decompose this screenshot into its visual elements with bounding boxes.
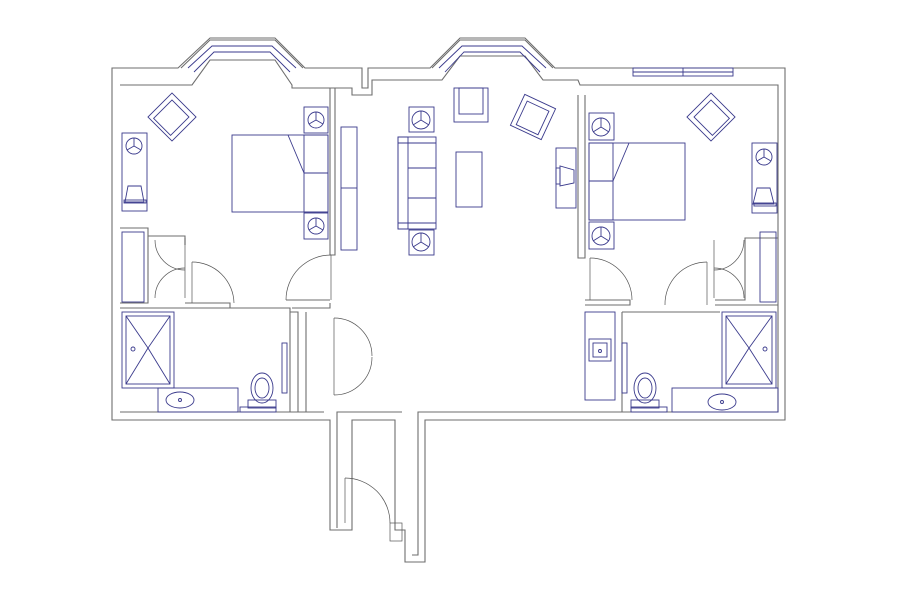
dresser — [751, 142, 778, 214]
toilet — [239, 372, 277, 413]
end-table-lamp — [408, 106, 435, 133]
left-bedroom — [121, 92, 329, 303]
window-right — [632, 67, 734, 77]
bed — [231, 134, 329, 213]
left-bathroom — [121, 311, 288, 413]
shower — [121, 311, 175, 389]
vanity-sink — [671, 387, 779, 413]
bay-window-left — [180, 39, 304, 73]
nightstand-lamp — [303, 212, 329, 240]
dresser — [121, 132, 148, 212]
nightstand-lamp — [588, 221, 615, 250]
doors — [154, 238, 745, 542]
nightstand-lamp — [303, 106, 329, 134]
tv-console — [555, 147, 577, 209]
armchair — [686, 92, 736, 142]
right-bathroom — [584, 311, 779, 413]
living-room — [340, 87, 577, 256]
armchair — [453, 87, 489, 123]
bay-window-center — [431, 39, 554, 73]
bed — [588, 142, 686, 221]
right-bedroom — [588, 92, 778, 303]
nightstand-lamp — [588, 112, 615, 141]
toilet — [630, 372, 668, 413]
armchair — [509, 93, 557, 141]
end-table-lamp — [408, 229, 435, 256]
console-cabinet — [340, 126, 358, 251]
interior-walls — [120, 88, 778, 413]
shower — [721, 311, 777, 389]
exterior-walls — [111, 37, 786, 563]
armchair — [147, 92, 197, 142]
sofa — [397, 136, 437, 230]
coffee-table — [455, 151, 483, 208]
kitchenette-sink — [584, 311, 616, 401]
vanity-sink — [157, 387, 239, 413]
